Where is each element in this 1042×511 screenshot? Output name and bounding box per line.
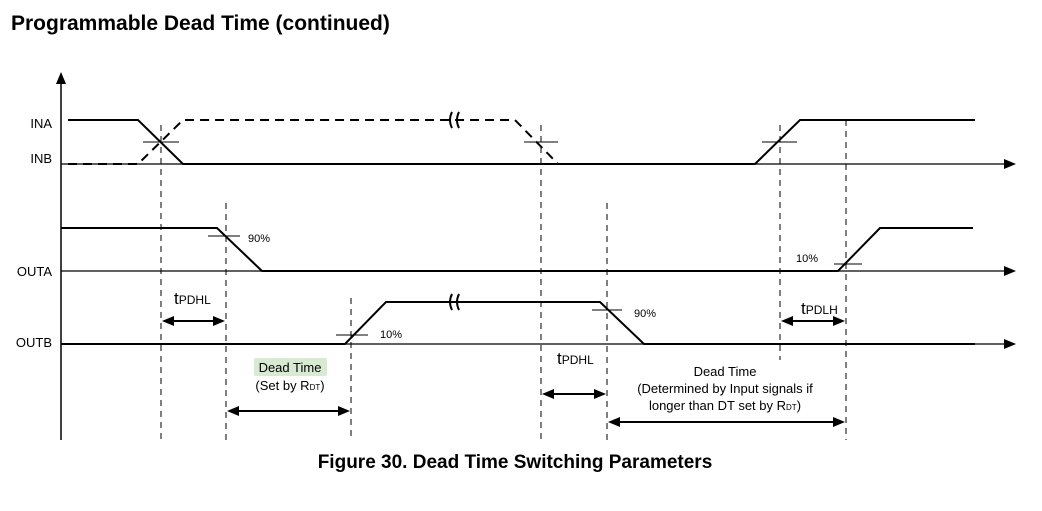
dead-time-2-title: Dead Time xyxy=(694,364,757,379)
outb-label: OUTB xyxy=(16,335,52,350)
dead-time-arrow-2 xyxy=(608,417,845,427)
tpdhl-label-2: tPDHL xyxy=(557,349,594,368)
figure-caption: Figure 30. Dead Time Switching Parameter… xyxy=(317,452,713,473)
tpdlh-label: tPDLH xyxy=(801,299,838,318)
dead-time-1-title: Dead Time xyxy=(259,360,322,375)
dead-time-2-line2: longer than DT set by RDT) xyxy=(649,398,801,413)
dead-time-arrow-1 xyxy=(227,406,350,416)
inb-label: INB xyxy=(30,151,52,166)
reference-lines xyxy=(160,120,847,440)
outa-waveform xyxy=(61,227,973,272)
output-break-mark xyxy=(449,293,460,311)
input-break-mark xyxy=(449,111,460,129)
outb-90-label: 90% xyxy=(634,308,656,320)
outa-90-label: 90% xyxy=(248,233,270,245)
dead-time-1-note: (Set by RDT) xyxy=(255,378,324,393)
outa-10-label: 10% xyxy=(796,253,818,265)
outa-label: OUTA xyxy=(17,264,52,279)
dead-time-highlight xyxy=(254,358,327,376)
threshold-marks xyxy=(208,235,862,336)
tpdhl-arrow-1 xyxy=(162,316,225,326)
section-heading: Programmable Dead Time (continued) xyxy=(11,12,390,35)
outb-waveform xyxy=(61,301,975,345)
outb-10-label: 10% xyxy=(380,329,402,341)
tpdhl-label-1: tPDHL xyxy=(174,289,211,308)
dead-time-2-line1: (Determined by Input signals if xyxy=(637,381,813,396)
tpdhl-arrow-2 xyxy=(542,389,606,399)
vertical-axis xyxy=(56,72,66,440)
inb-waveform xyxy=(68,119,559,165)
ina-label: INA xyxy=(30,116,52,131)
ina-waveform xyxy=(68,119,975,165)
tpdlh-arrow xyxy=(781,316,845,326)
